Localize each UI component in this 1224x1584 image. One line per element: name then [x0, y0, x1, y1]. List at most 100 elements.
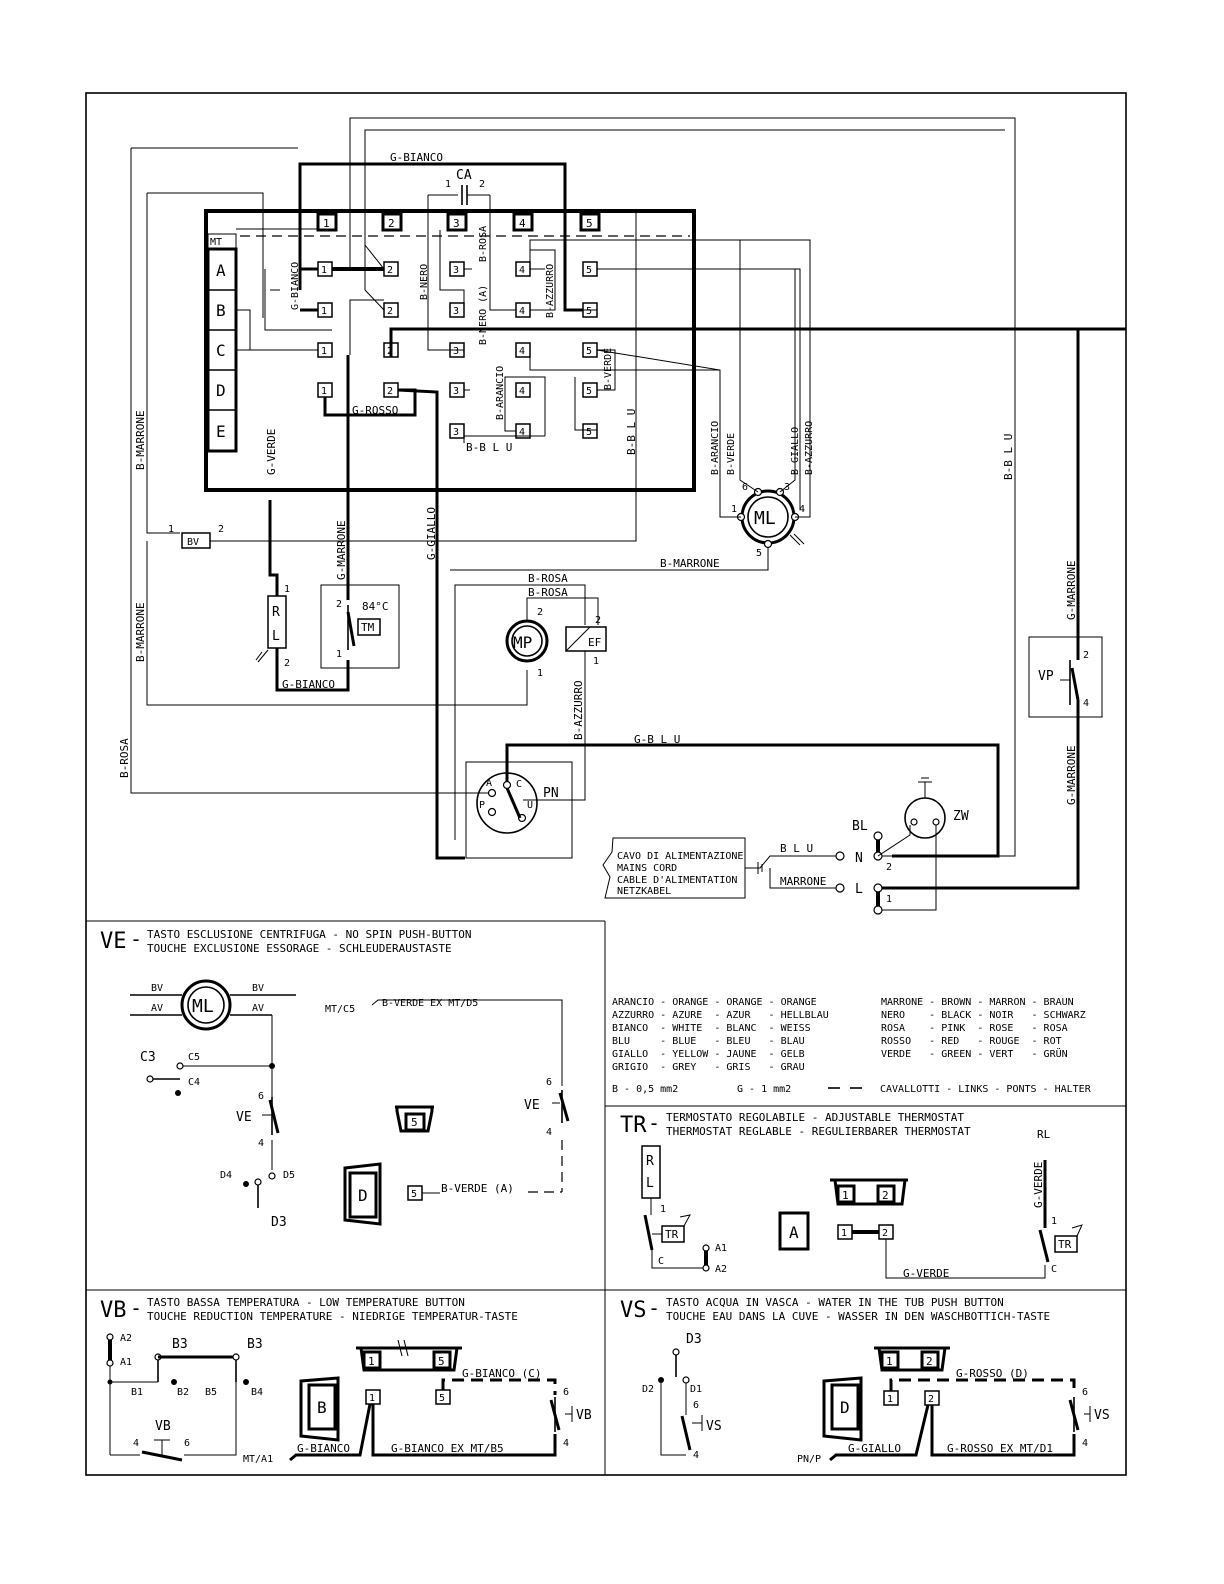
svg-text:ZW: ZW: [953, 809, 969, 824]
svg-text:-: -: [648, 1296, 660, 1320]
b-arancio-label: B-ARANCIO: [495, 366, 506, 420]
svg-text:TASTO ACQUA IN VASCA - WATER I: TASTO ACQUA IN VASCA - WATER IN THE TUB …: [666, 1296, 1004, 1309]
svg-text:B2: B2: [177, 1387, 189, 1398]
svg-text:6: 6: [258, 1091, 264, 1102]
svg-text:G-ROSSO (D): G-ROSSO (D): [956, 1367, 1029, 1380]
svg-text:TASTO BASSA TEMPERATURA - LOW: TASTO BASSA TEMPERATURA - LOW TEMPERATUR…: [147, 1296, 465, 1309]
svg-text:AV: AV: [252, 1003, 264, 1014]
svg-text:TERMOSTATO REGOLABILE - ADJUST: TERMOSTATO REGOLABILE - ADJUSTABLE THERM…: [666, 1111, 964, 1124]
svg-text:TOUCHE EAU DANS LA CUVE - WASS: TOUCHE EAU DANS LA CUVE - WASSER IN DEN …: [666, 1310, 1050, 1323]
svg-text:BV: BV: [187, 537, 199, 548]
svg-text:6: 6: [563, 1387, 569, 1398]
svg-text:AV: AV: [151, 1003, 163, 1014]
svg-text:TR: TR: [620, 1113, 647, 1138]
b-azzurro-label: B-AZZURRO: [545, 264, 556, 318]
svg-text:B L U: B L U: [780, 842, 813, 855]
svg-text:1: 1: [1051, 1216, 1057, 1227]
svg-text:2: 2: [387, 306, 393, 317]
svg-text:84°C: 84°C: [362, 600, 389, 613]
svg-text:MAINS CORD: MAINS CORD: [617, 863, 677, 874]
svg-text:VB: VB: [100, 1298, 127, 1323]
svg-text:VS: VS: [1094, 1408, 1110, 1423]
svg-text:G-ROSSO EX MT/D1: G-ROSSO EX MT/D1: [947, 1442, 1053, 1455]
g-bianco-top-label: G-BIANCO: [390, 151, 443, 164]
mains-cord: CAVO DI ALIMENTAZIONE MAINS CORD CABLE D…: [602, 837, 836, 899]
svg-text:MP: MP: [513, 633, 532, 652]
g-bianco-wire: [298, 162, 583, 312]
svg-text:NERO - BLACK - NOIR - SCH: NERO - BLACK - NOIR - SCHWARZ: [881, 1010, 1086, 1021]
svg-text:NETZKABEL: NETZKABEL: [617, 886, 671, 897]
svg-text:D3: D3: [686, 1332, 702, 1347]
section-b: B: [216, 301, 226, 320]
svg-text:TASTO ESCLUSIONE CENTRIFUGA -: TASTO ESCLUSIONE CENTRIFUGA - NO SPIN PU…: [147, 928, 472, 941]
g-giallo-wire: [397, 388, 465, 860]
svg-text:B-ARANCIO: B-ARANCIO: [710, 421, 721, 475]
svg-text:ROSA - PINK - ROSE - ROS: ROSA - PINK - ROSE - ROSA: [881, 1023, 1068, 1034]
svg-text:1: 1: [321, 346, 327, 357]
svg-text:VE: VE: [100, 929, 127, 954]
svg-text:5: 5: [438, 1355, 445, 1368]
svg-text:L: L: [855, 882, 863, 897]
b-verde-label: B-VERDE: [603, 348, 614, 390]
svg-text:L: L: [272, 629, 280, 644]
svg-text:1: 1: [321, 306, 327, 317]
svg-text:B: B: [317, 1398, 327, 1417]
svg-text:B3: B3: [247, 1337, 263, 1352]
b-blu-right-label: B-B L U: [625, 409, 638, 455]
svg-text:VB: VB: [155, 1419, 171, 1434]
tr-panel: TR - TERMOSTATO REGOLABILE - ADJUSTABLE …: [620, 1111, 1083, 1280]
svg-text:4: 4: [519, 217, 526, 230]
svg-text:2: 2: [336, 599, 342, 610]
svg-text:-: -: [648, 1111, 660, 1135]
svg-text:5: 5: [586, 427, 592, 438]
svg-text:1: 1: [321, 265, 327, 276]
svg-text:1: 1: [841, 1228, 847, 1239]
svg-text:3: 3: [453, 217, 460, 230]
svg-text:2: 2: [886, 862, 892, 873]
svg-text:BV: BV: [151, 983, 163, 994]
svg-text:5: 5: [586, 386, 592, 397]
svg-text:1: 1: [886, 894, 892, 905]
svg-text:MT/C5: MT/C5: [325, 1004, 355, 1015]
svg-text:PN/P: PN/P: [797, 1454, 821, 1465]
svg-text:B-ROSA: B-ROSA: [528, 572, 568, 585]
svg-text:4: 4: [1083, 698, 1089, 709]
svg-text:VB: VB: [576, 1408, 592, 1423]
svg-text:D1: D1: [690, 1384, 702, 1395]
terminal-grid: 1 2 3 4 5 1 2 3 4 5 1 2 3 4 5 1 2 3 4 5 …: [317, 261, 598, 439]
svg-text:2: 2: [387, 265, 393, 276]
svg-text:C: C: [1051, 1264, 1057, 1275]
svg-text:4: 4: [519, 386, 525, 397]
svg-text:1: 1: [445, 179, 451, 190]
svg-text:B-GIALLO: B-GIALLO: [790, 427, 801, 475]
svg-text:R: R: [646, 1154, 654, 1169]
svg-text:4: 4: [563, 1438, 569, 1449]
svg-text:3: 3: [453, 427, 459, 438]
b-nero-a-label: B-NERO (A): [478, 285, 489, 345]
svg-text:3: 3: [453, 265, 459, 276]
vp-switch: VP 2 4 G-MARRONE G-MARRONE: [878, 329, 1103, 890]
svg-text:A1: A1: [715, 1243, 727, 1254]
svg-text:2: 2: [595, 615, 601, 626]
svg-text:2: 2: [284, 658, 290, 669]
svg-text:1: 1: [369, 1393, 375, 1404]
bv-component: BV 1 2: [168, 211, 637, 549]
svg-text:2: 2: [1083, 650, 1089, 661]
svg-text:GIALLO - YELLOW - JAUNE - GE: GIALLO - YELLOW - JAUNE - GELB: [612, 1049, 805, 1060]
svg-text:VE: VE: [236, 1110, 252, 1125]
mt-label: MT: [210, 237, 222, 248]
section-d: D: [216, 381, 226, 400]
section-a: A: [216, 261, 226, 280]
svg-text:EF: EF: [588, 636, 601, 649]
svg-text:VS: VS: [620, 1298, 647, 1323]
g-verde-label: G-VERDE: [265, 429, 278, 475]
vb-panel: VB - TASTO BASSA TEMPERATURA - LOW TEMPE…: [100, 1296, 592, 1465]
svg-text:C4: C4: [188, 1077, 200, 1088]
svg-text:B-MARRONE: B-MARRONE: [660, 557, 720, 570]
svg-text:MT/A1: MT/A1: [243, 1454, 273, 1465]
svg-text:G-BIANCO (C): G-BIANCO (C): [462, 1367, 541, 1380]
svg-text:C: C: [516, 779, 522, 790]
svg-text:2: 2: [882, 1189, 889, 1202]
svg-text:B3: B3: [172, 1337, 188, 1352]
